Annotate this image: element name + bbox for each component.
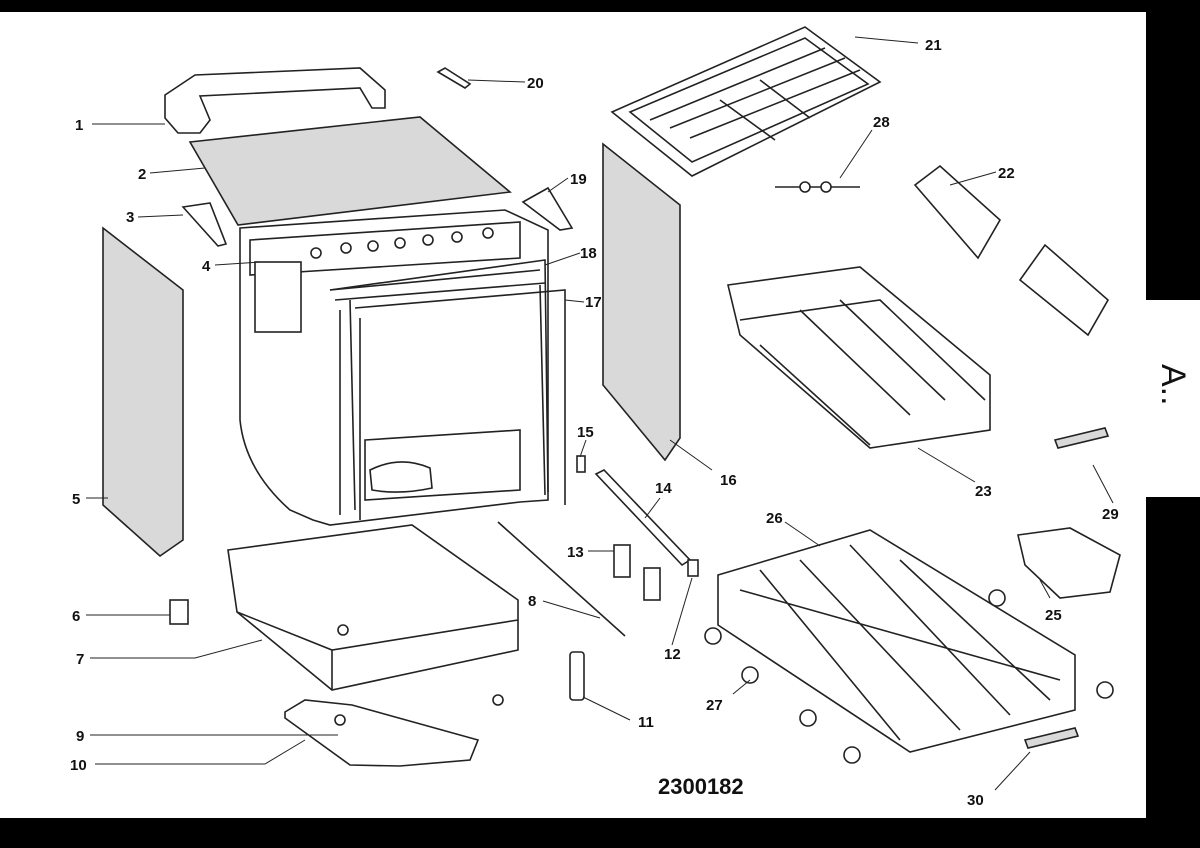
part-20-clip bbox=[436, 67, 472, 89]
callout-11: 11 bbox=[638, 714, 654, 731]
part-13-brackets bbox=[613, 544, 661, 601]
part-23-upper-basket bbox=[727, 266, 991, 449]
callout-8: 8 bbox=[528, 593, 536, 610]
part-6-connector bbox=[169, 599, 189, 625]
part-19-hinge bbox=[521, 186, 574, 231]
part-7-base bbox=[227, 524, 519, 706]
part-10-base-plate bbox=[284, 699, 480, 767]
callout-29: 29 bbox=[1102, 506, 1119, 523]
part-15-clip bbox=[576, 455, 586, 473]
tub-body bbox=[239, 209, 549, 526]
callout-13: 13 bbox=[567, 544, 584, 561]
callout-10: 10 bbox=[70, 757, 87, 774]
side-tab[interactable] bbox=[1146, 300, 1200, 497]
callout-18: 18 bbox=[580, 245, 597, 262]
part-28-fasteners bbox=[775, 181, 860, 193]
diagram-code: 2300182 bbox=[658, 774, 744, 799]
part-2-worktop bbox=[188, 116, 512, 226]
part-3-bracket bbox=[181, 202, 228, 247]
part-30-bar bbox=[1023, 727, 1080, 749]
callout-12: 12 bbox=[664, 646, 681, 663]
callout-15: 15 bbox=[577, 424, 594, 441]
callout-30: 30 bbox=[967, 792, 984, 809]
callout-5: 5 bbox=[72, 491, 80, 508]
part-27-wheels bbox=[704, 589, 1114, 764]
callout-21: 21 bbox=[925, 37, 942, 54]
part-11-foot bbox=[569, 651, 585, 701]
callout-17: 17 bbox=[585, 294, 602, 311]
part-8-rod bbox=[497, 521, 626, 637]
part-21-cutlery-tray bbox=[610, 26, 882, 177]
part-29-bar bbox=[1053, 427, 1110, 449]
callout-7: 7 bbox=[76, 651, 84, 668]
callout-23: 23 bbox=[975, 483, 992, 500]
callout-28: 28 bbox=[873, 114, 890, 131]
part-16-right-panel bbox=[602, 142, 681, 462]
part-12-clip bbox=[687, 559, 699, 577]
callout-4: 4 bbox=[202, 258, 211, 275]
part-26-lower-basket bbox=[717, 529, 1076, 753]
part-22-cutlery-holders bbox=[913, 164, 1110, 337]
callout-labels: 1 2 3 4 5 6 7 8 9 10 11 12 13 14 15 16 1… bbox=[70, 37, 1119, 809]
callout-16: 16 bbox=[720, 472, 737, 489]
callout-26: 26 bbox=[766, 510, 783, 527]
callout-1: 1 bbox=[75, 117, 83, 134]
leader-lines bbox=[86, 36, 1114, 791]
callout-6: 6 bbox=[72, 608, 80, 625]
callout-22: 22 bbox=[998, 165, 1015, 182]
callout-3: 3 bbox=[126, 209, 134, 226]
callout-19: 19 bbox=[570, 171, 587, 188]
part-17-18-door-seals bbox=[329, 259, 566, 520]
callout-20: 20 bbox=[527, 75, 544, 92]
callout-14: 14 bbox=[655, 480, 672, 497]
callout-2: 2 bbox=[138, 166, 146, 183]
side-tab-label: A.. bbox=[1154, 364, 1192, 406]
callout-9: 9 bbox=[76, 728, 84, 745]
part-5-left-panel bbox=[102, 226, 184, 558]
callout-25: 25 bbox=[1045, 607, 1062, 624]
part-25-cutlery-basket bbox=[1017, 527, 1121, 599]
part-1-top-trim bbox=[164, 67, 386, 134]
callout-27: 27 bbox=[706, 697, 723, 714]
